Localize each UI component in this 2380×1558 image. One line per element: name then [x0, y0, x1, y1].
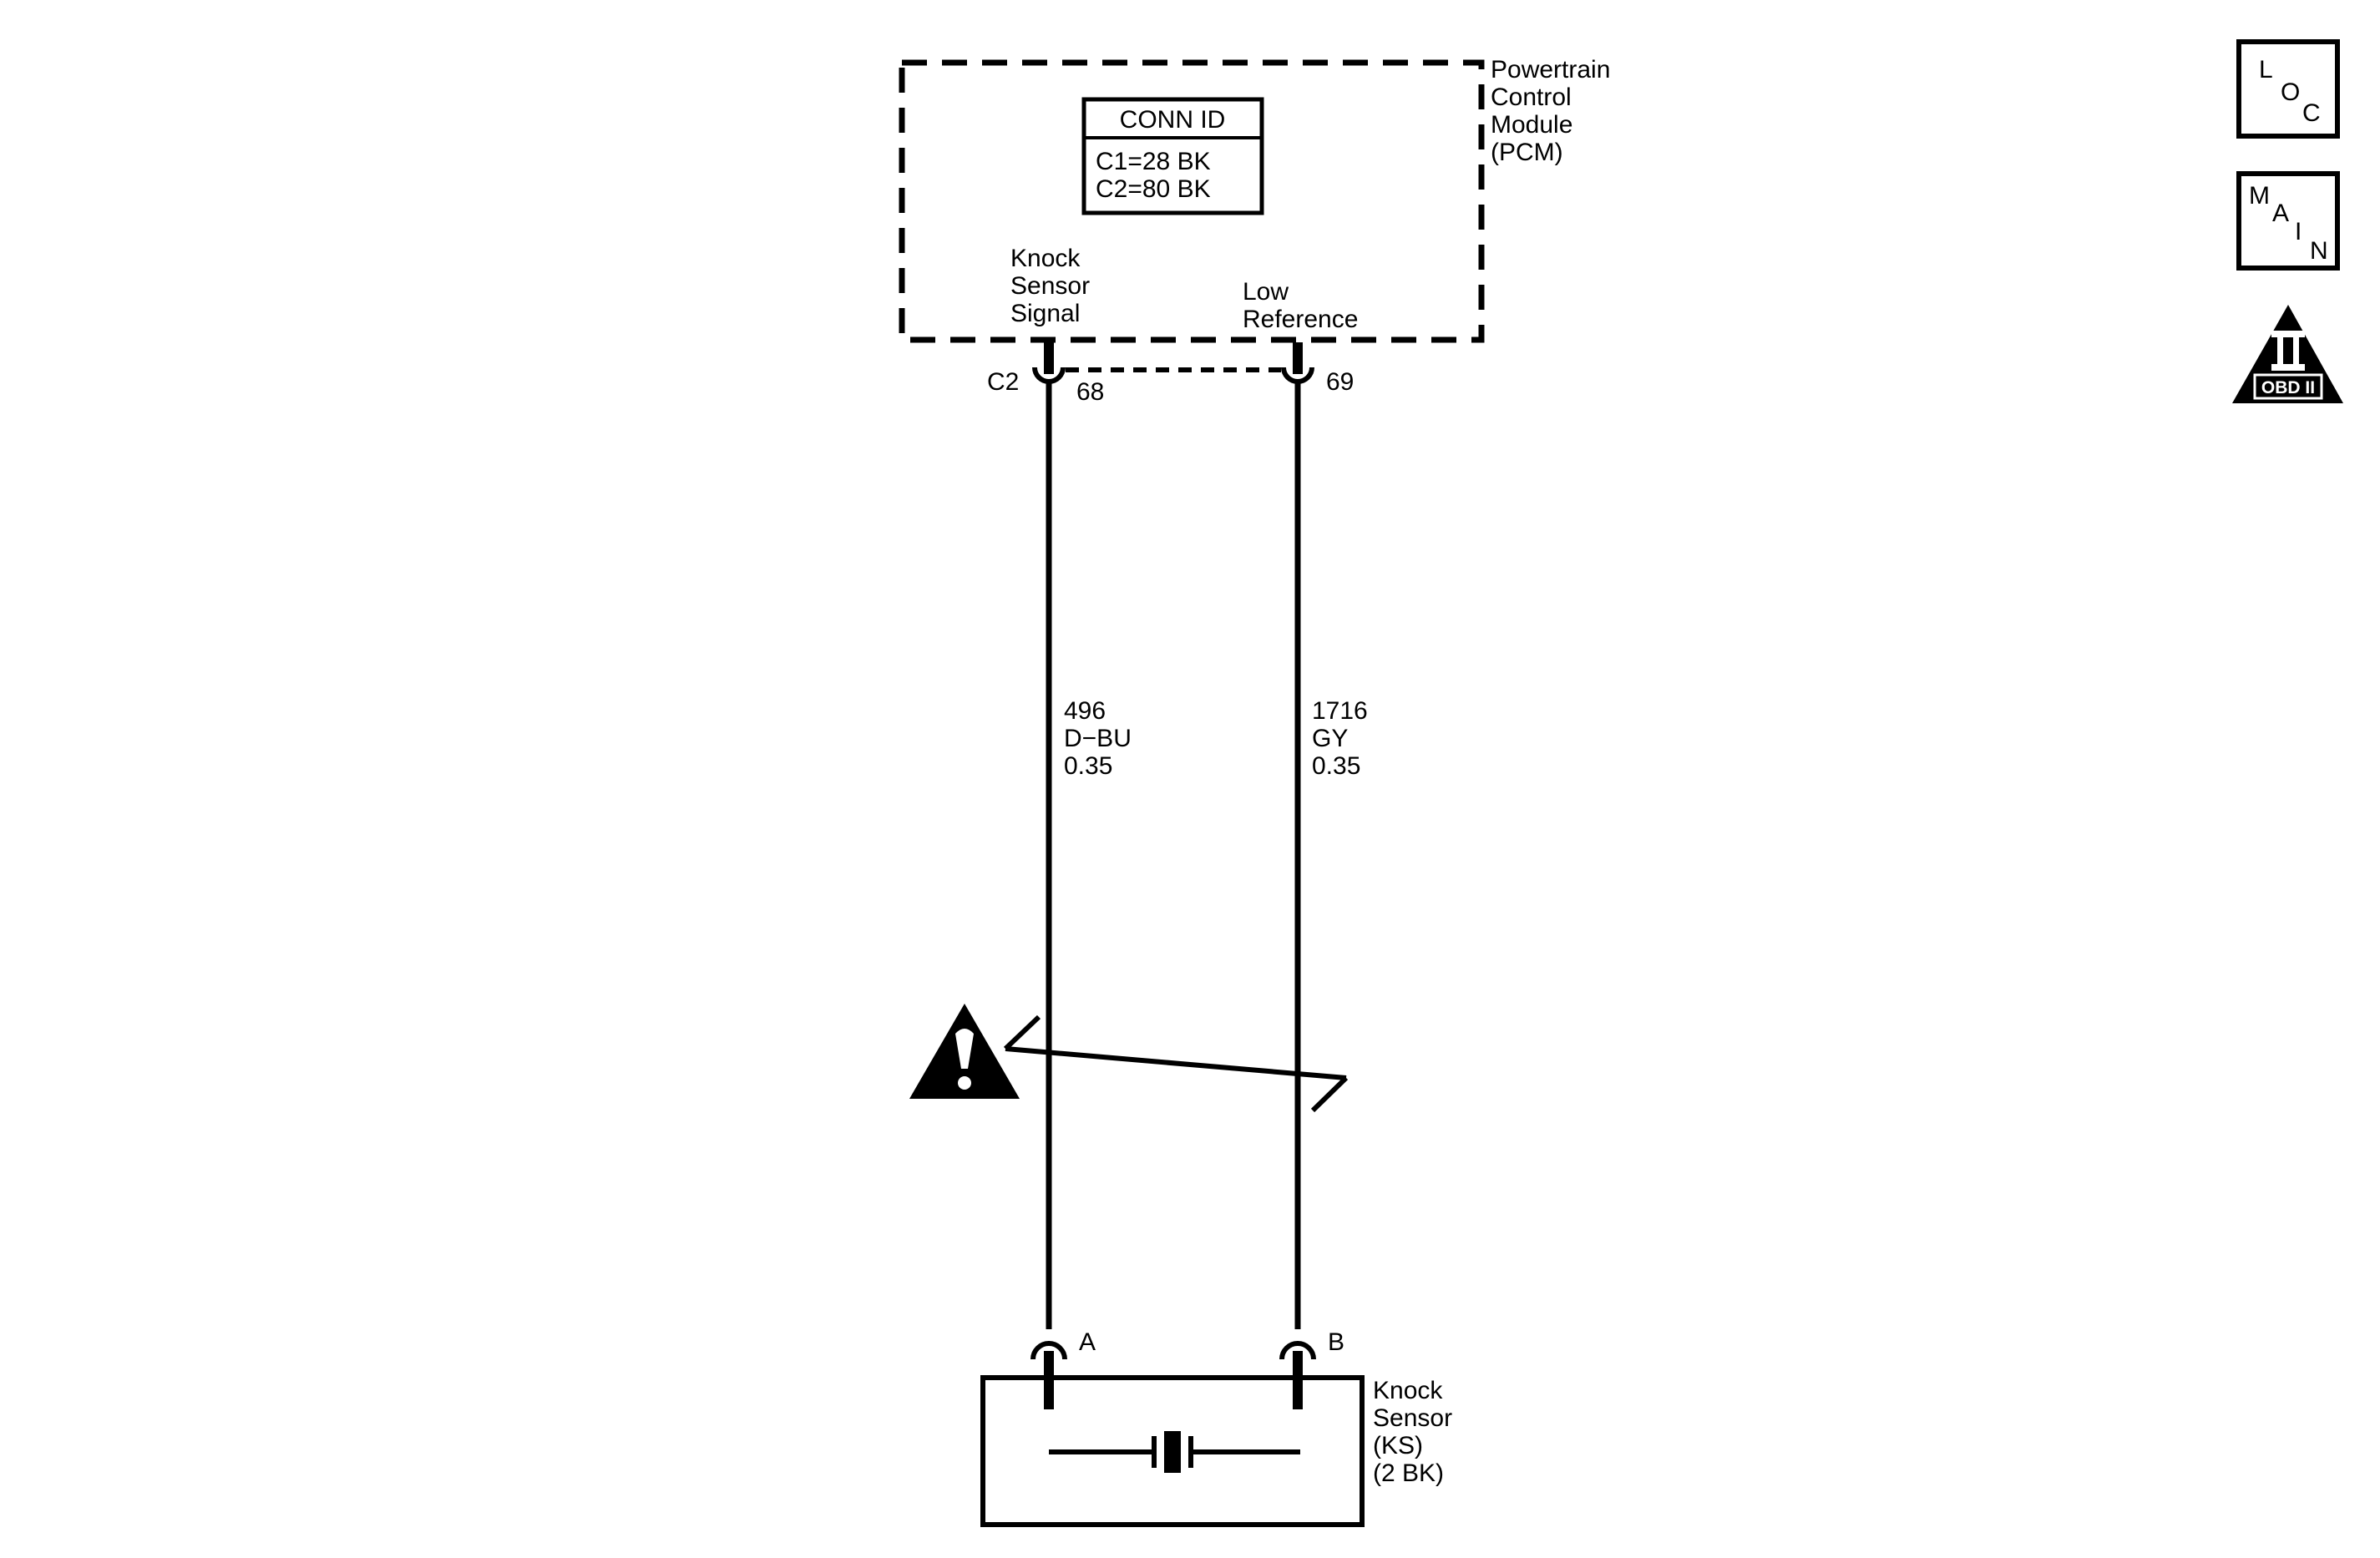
conn-id-title: CONN ID: [1120, 106, 1226, 134]
wire-lowref-circuit: 1716: [1312, 697, 1368, 725]
signal-pin-label-line-1: Knock: [1010, 245, 1081, 272]
obd-ii-label: OBD II: [2261, 378, 2315, 397]
wire-signal-gauge: 0.35: [1064, 752, 1112, 780]
pin-68-label: 68: [1076, 378, 1104, 406]
wire-lowref-gauge: 0.35: [1312, 752, 1360, 780]
pcm-label-line-4: (PCM): [1491, 139, 1563, 166]
main-letter-i: I: [2295, 218, 2302, 245]
signal-pin-label-line-2: Sensor: [1010, 272, 1090, 300]
pcm-label-line-3: Module: [1491, 111, 1572, 139]
pin-a-cup: [1030, 1341, 1067, 1360]
loc-letter-c: C: [2302, 99, 2321, 127]
loc-icon[interactable]: L O C: [2236, 39, 2340, 139]
wire-lowref-color: GY: [1312, 725, 1348, 752]
caution-icon[interactable]: [909, 1004, 1020, 1099]
loc-letter-l: L: [2259, 56, 2273, 83]
pcm-module: Powertrain Control Module (PCM): [899, 56, 1610, 343]
pin-68-cup: [1032, 367, 1066, 384]
conn-id-line-2: C2=80 BK: [1096, 175, 1211, 203]
conn-id-box: CONN ID C1=28 BK C2=80 BK: [1081, 97, 1264, 215]
pin-b-cup: [1279, 1341, 1316, 1360]
pin-b-label: B: [1328, 1328, 1344, 1356]
piezo-element-symbol: [1049, 1431, 1300, 1473]
connector-id-label: C2: [987, 368, 1019, 396]
knock-sensor-component: Knock Sensor (KS) (2 BK): [980, 1375, 1452, 1527]
signal-pin-label-line-3: Signal: [1010, 300, 1080, 327]
main-letter-a: A: [2272, 200, 2289, 227]
pcm-label-line-2: Control: [1491, 83, 1572, 111]
lowref-pin-label-line-1: Low: [1243, 278, 1289, 306]
sensor-label-line-4: (2 BK): [1373, 1459, 1444, 1487]
pcm-connector-pins: C2 68 69: [987, 342, 1354, 406]
wire-signal-color: D−BU: [1064, 725, 1132, 752]
main-icon[interactable]: M A I N: [2236, 171, 2340, 271]
sensor-label-line-2: Sensor: [1373, 1404, 1452, 1432]
pin-69-label: 69: [1326, 368, 1354, 396]
pin-a-label: A: [1079, 1328, 1096, 1356]
wire-signal-circuit: 496: [1064, 697, 1106, 725]
loc-letter-o: O: [2281, 78, 2300, 106]
obd-ii-icon[interactable]: OBD II: [2232, 305, 2343, 403]
main-letter-n: N: [2310, 237, 2328, 265]
lowref-pin-label-line-2: Reference: [1243, 306, 1358, 333]
pin-69-cup: [1281, 367, 1314, 384]
sensor-label-line-3: (KS): [1373, 1432, 1423, 1459]
conn-id-line-1: C1=28 BK: [1096, 148, 1211, 175]
sensor-label-line-1: Knock: [1373, 1377, 1443, 1404]
twisted-pair-symbol: [1003, 1014, 1349, 1113]
main-letter-m: M: [2249, 182, 2270, 210]
pcm-label-line-1: Powertrain: [1491, 56, 1610, 83]
